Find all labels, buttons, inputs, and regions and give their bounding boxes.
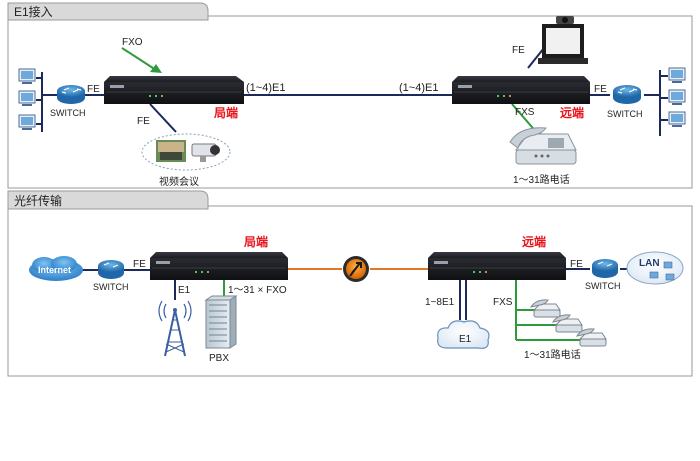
label-e1-link: (1~4)E1 [246, 82, 285, 94]
label-fe: FE [133, 259, 146, 270]
phone-icon [529, 299, 561, 318]
label-fxs: FXS [515, 107, 535, 118]
label-fxs: FXS [493, 297, 513, 308]
label-e1-link: (1~4)E1 [399, 82, 438, 94]
panel-border [7, 205, 693, 377]
panel-tab [7, 190, 209, 210]
pc-icon [668, 67, 686, 83]
switch-icon [57, 85, 85, 104]
phone-icon [509, 127, 577, 165]
label-fe: FE [570, 259, 583, 270]
label-video-conf: 视频会议 [159, 175, 199, 188]
radio-tower-icon [158, 300, 192, 357]
label-fe: FE [137, 116, 150, 127]
label-fxo-count: 1～31 × FXO [228, 285, 287, 296]
fiber-device [428, 252, 566, 280]
pc-icon [18, 68, 36, 84]
e1-device [104, 76, 244, 104]
pbx-cabinet-icon [204, 295, 238, 349]
label-internet: Internet [38, 265, 71, 275]
arrow-fxo [121, 47, 157, 71]
pc-icon [18, 114, 36, 130]
label-e1-cloud: E1 [459, 334, 472, 345]
pc-icon [18, 90, 36, 106]
switch-icon [613, 85, 641, 104]
lan-cloud-icon [626, 251, 684, 285]
label-fe: FE [87, 84, 100, 95]
fiber-link-icon [343, 256, 369, 282]
label-local-end: 局端 [214, 105, 238, 120]
tv-icon [538, 16, 588, 64]
label-e1: E1 [178, 285, 191, 296]
label-fe: FE [594, 84, 607, 95]
pc-icon [668, 111, 686, 127]
panel-fiber-transmission: 光纤传输 Internet SWITCH FE [7, 190, 693, 377]
e1-device [452, 76, 590, 104]
label-local-end: 局端 [244, 234, 268, 249]
line-fe-video [149, 103, 177, 133]
label-e1-count: 1~8E1 [425, 297, 455, 308]
arrow-fxo-head [150, 64, 162, 73]
label-lan: LAN [639, 258, 660, 269]
label-fxo: FXO [122, 37, 143, 48]
label-switch: SWITCH [585, 281, 621, 291]
label-pbx: PBX [209, 353, 229, 364]
label-switch: SWITCH [93, 282, 129, 292]
internet-cloud-icon [29, 256, 83, 281]
switch-icon [98, 260, 124, 279]
video-conf-ellipse [141, 133, 231, 171]
fiber-device [150, 252, 288, 280]
panel-title: 光纤传输 [14, 193, 62, 208]
label-fe: FE [512, 45, 525, 56]
phone-icon [575, 328, 607, 347]
panel-tab [7, 2, 209, 21]
video-room-photo [156, 140, 186, 162]
panel-e1-access: E1接入 SWITCH FE F [7, 2, 693, 189]
line-fe-tv [527, 47, 545, 69]
label-phones: 1～31路电话 [524, 348, 581, 361]
label-remote-end: 远端 [560, 105, 584, 120]
pc-icon [668, 89, 686, 105]
label-phones: 1～31路电话 [513, 173, 570, 186]
label-switch: SWITCH [607, 109, 643, 119]
camera-icon [191, 143, 220, 162]
phone-icon [551, 314, 583, 333]
switch-icon [592, 259, 618, 278]
label-remote-end: 远端 [522, 234, 546, 249]
label-switch: SWITCH [50, 108, 86, 118]
e1-cloud-icon [437, 320, 490, 349]
panel-title: E1接入 [14, 4, 53, 19]
